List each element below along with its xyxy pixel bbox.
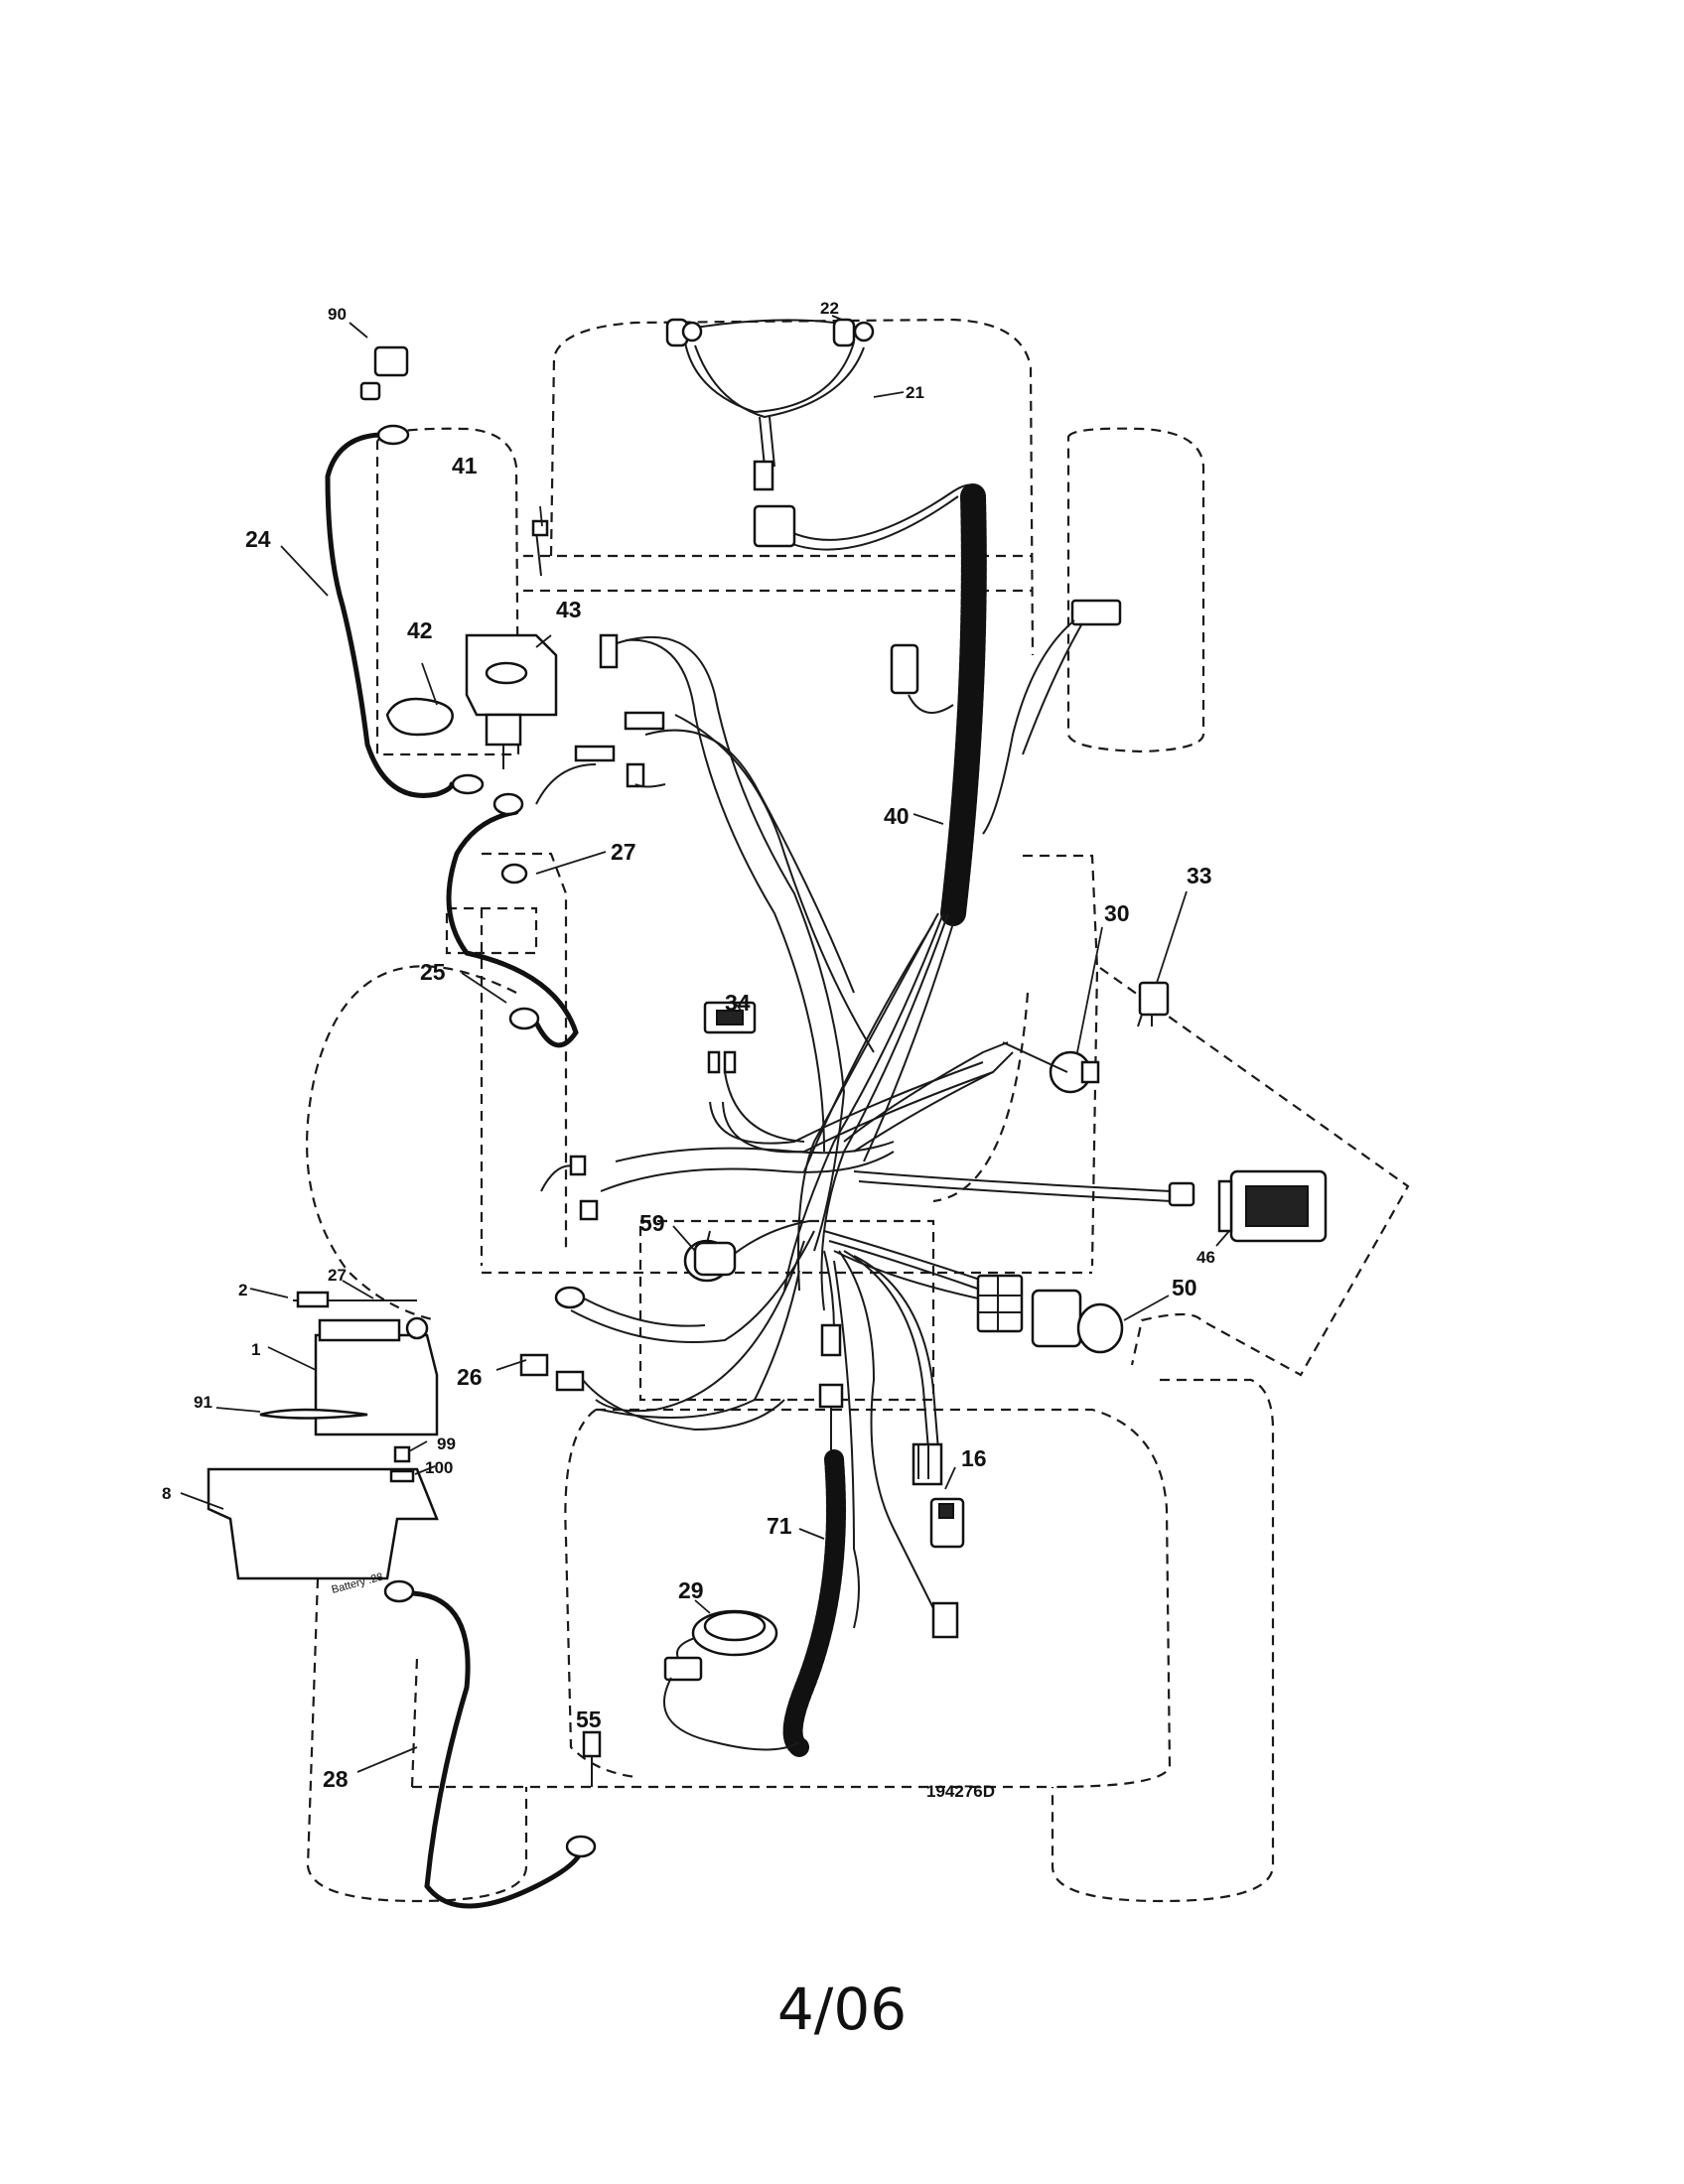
tractor-outline xyxy=(306,318,1410,1903)
pto-coil xyxy=(662,1449,846,1757)
label-41: 41 xyxy=(452,453,478,478)
label-29: 29 xyxy=(678,1577,704,1603)
label-100: 100 xyxy=(425,1458,453,1477)
label-91: 91 xyxy=(194,1393,212,1412)
label-25: 25 xyxy=(420,959,446,985)
diagram-code: 194276D xyxy=(926,1782,995,1801)
label-1: 1 xyxy=(251,1340,260,1359)
label-27a: 27 xyxy=(611,839,636,865)
ignition-switch xyxy=(1002,1041,1100,1094)
main-harness-coil xyxy=(890,483,1122,926)
fuse-holder xyxy=(683,1239,737,1283)
label-43: 43 xyxy=(556,597,582,622)
headlight-harness xyxy=(665,318,979,551)
label-90: 90 xyxy=(328,305,347,324)
label-16: 16 xyxy=(961,1445,987,1471)
label-50: 50 xyxy=(1172,1275,1197,1300)
label-34: 34 xyxy=(725,990,751,1016)
label-24: 24 xyxy=(245,526,271,552)
key-switch xyxy=(976,1274,1124,1354)
battery-assembly: Battery .28 xyxy=(207,1291,602,1909)
plug-16 xyxy=(929,1497,965,1549)
page-number: 4/06 xyxy=(776,1976,908,2043)
label-21: 21 xyxy=(906,383,924,402)
label-22: 22 xyxy=(820,299,839,318)
label-42: 42 xyxy=(407,617,433,643)
label-46: 46 xyxy=(1196,1248,1215,1267)
part-labels: 90 24 41 43 42 22 21 40 27 25 33 30 34 5… xyxy=(162,299,1215,1801)
hour-meter xyxy=(1217,1169,1328,1243)
ring-terminals xyxy=(519,1286,785,1432)
connector-46a xyxy=(1168,1181,1195,1207)
solenoid-assembly xyxy=(325,345,579,1048)
label-33: 33 xyxy=(1187,863,1212,888)
label-71: 71 xyxy=(767,1513,792,1539)
label-28: 28 xyxy=(323,1766,349,1792)
label-30: 30 xyxy=(1104,900,1130,926)
label-26: 26 xyxy=(457,1364,483,1390)
label-8: 8 xyxy=(162,1484,171,1503)
switch-33 xyxy=(1137,981,1170,1027)
label-2: 2 xyxy=(238,1281,247,1299)
wire-bundle xyxy=(535,633,1173,1639)
rocker-switch xyxy=(703,1001,805,1143)
label-59: 59 xyxy=(639,1210,665,1236)
leader-lines xyxy=(180,315,1230,1773)
label-99: 99 xyxy=(437,1434,456,1453)
label-55: 55 xyxy=(576,1706,602,1732)
label-40: 40 xyxy=(884,803,910,829)
label-27b: 27 xyxy=(328,1266,347,1285)
